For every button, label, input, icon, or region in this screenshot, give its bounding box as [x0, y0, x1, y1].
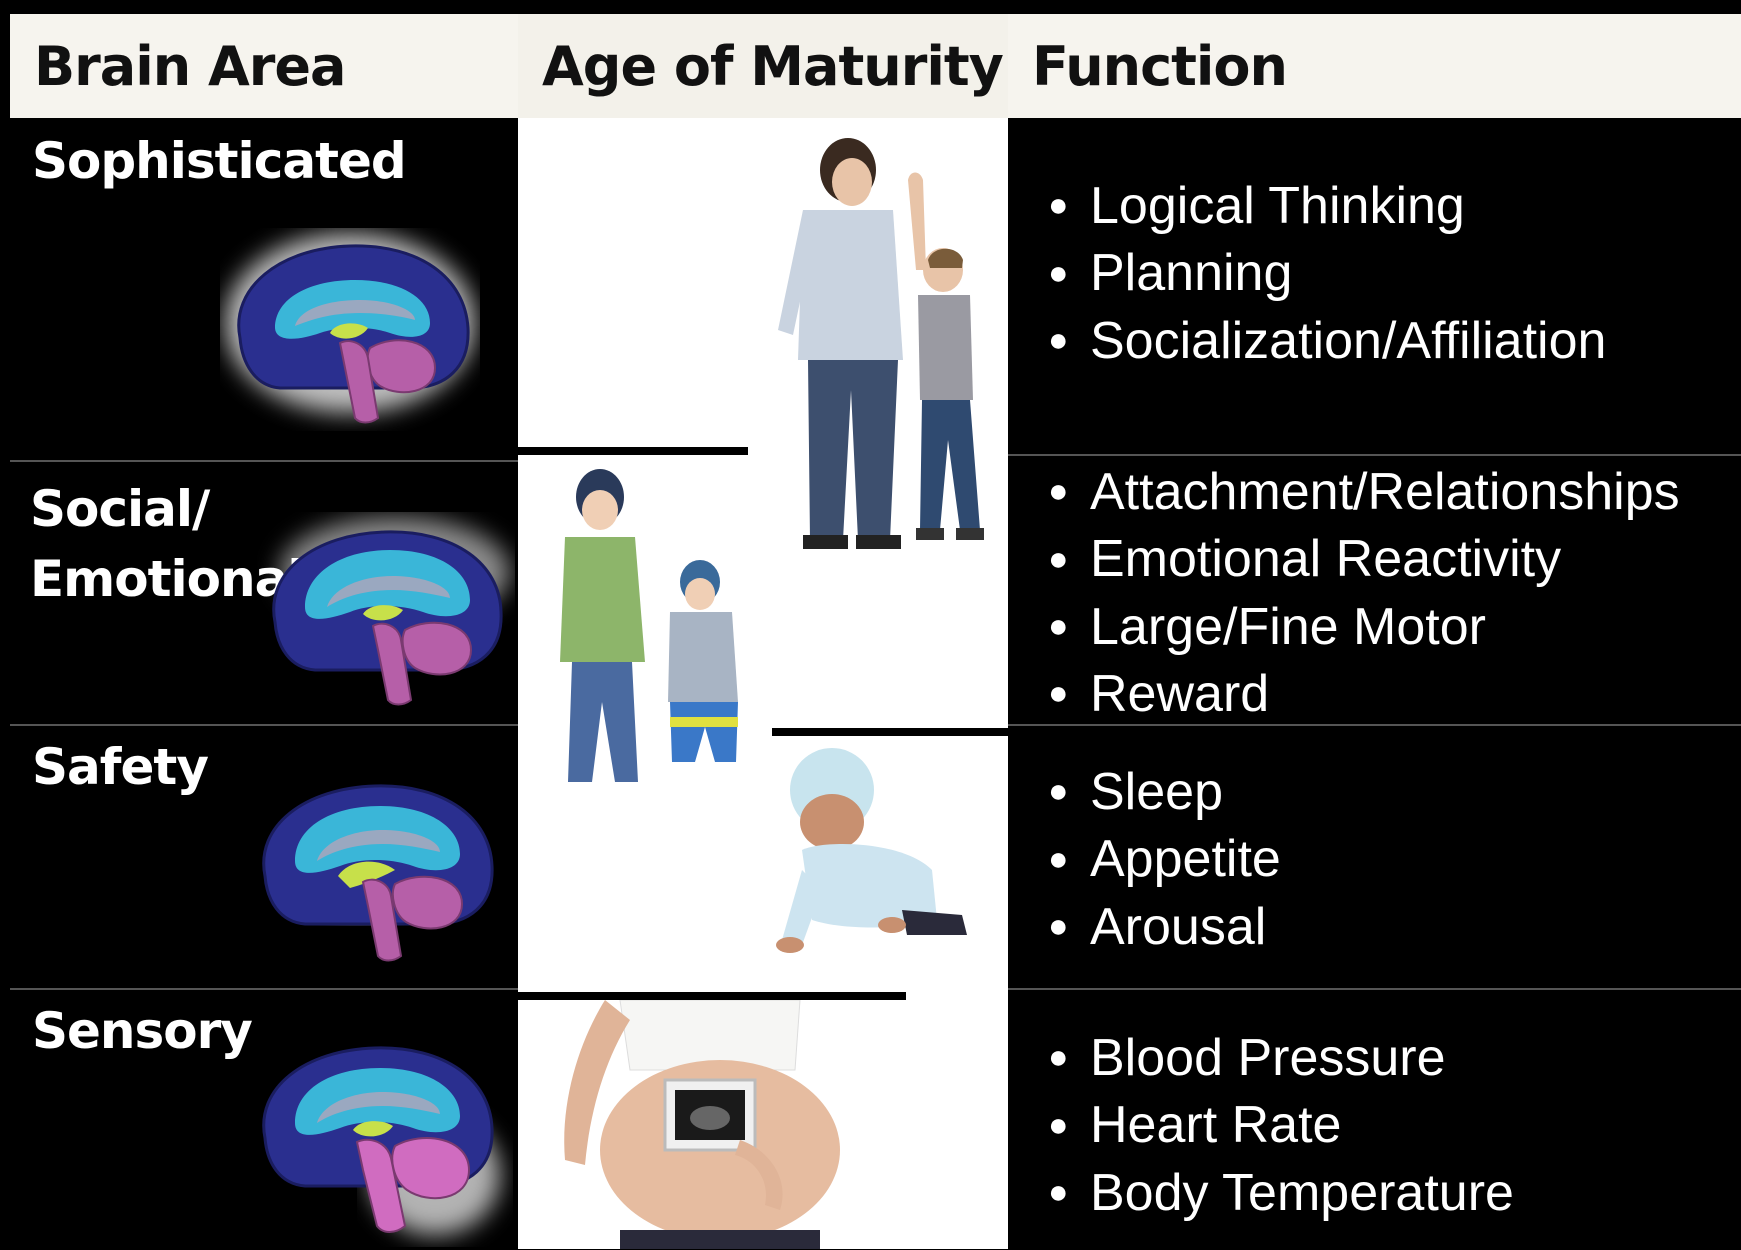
list-item: ●Attachment/Relationships [1048, 460, 1680, 527]
bullet-icon: ● [1048, 1172, 1069, 1211]
list-item: ●Large/Fine Motor [1048, 595, 1680, 662]
header-age-of-maturity: Age of Maturity [518, 14, 1008, 118]
row-label-emotional: Emotional [30, 550, 304, 608]
function-row-safety: ●Sleep ●Appetite ●Arousal [1008, 724, 1741, 988]
bullet-icon: ● [1048, 253, 1069, 292]
maturity-divider-2 [772, 728, 1008, 736]
list-item: ●Body Temperature [1048, 1161, 1514, 1228]
row-label-sophisticated: Sophisticated [32, 132, 407, 190]
maturity-divider-1 [518, 447, 748, 455]
list-item: ●Socialization/Affiliation [1048, 309, 1606, 376]
list-item: ●Blood Pressure [1048, 1026, 1514, 1093]
list-item: ●Sleep [1048, 760, 1281, 827]
function-row-social-emotional: ●Attachment/Relationships ●Emotional Rea… [1008, 454, 1741, 724]
function-list-sophisticated: ●Logical Thinking ●Planning ●Socializati… [1048, 174, 1606, 376]
bullet-icon: ● [1048, 320, 1069, 359]
header-brain-area: Brain Area [10, 14, 518, 118]
function-list-social-emotional: ●Attachment/Relationships ●Emotional Rea… [1048, 460, 1680, 729]
bullet-icon: ● [1048, 674, 1069, 713]
brain-row-social-emotional: Social/ Emotional [10, 460, 518, 724]
bullet-icon: ● [1048, 606, 1069, 645]
function-row-sophisticated: ●Logical Thinking ●Planning ●Socializati… [1008, 118, 1741, 454]
brain-diagram-sophisticated-icon [225, 233, 475, 424]
bullet-icon: ● [1048, 906, 1069, 945]
list-item: ●Arousal [1048, 895, 1281, 962]
function-row-sensory: ●Blood Pressure ●Heart Rate ●Body Temper… [1008, 988, 1741, 1249]
brain-diagram-social-emotional-icon [272, 517, 510, 706]
brain-row-sophisticated: Sophisticated [10, 118, 518, 460]
brain-diagram-sensory-icon [262, 1046, 500, 1235]
bullet-icon: ● [1048, 1105, 1069, 1144]
row-label-safety: Safety [32, 738, 209, 796]
bullet-icon: ● [1048, 839, 1069, 878]
list-item: ●Emotional Reactivity [1048, 527, 1680, 594]
list-item: ●Reward [1048, 662, 1680, 729]
header-function: Function [1008, 14, 1741, 118]
crawling-baby-photo [776, 748, 967, 953]
row-label-sensory: Sensory [32, 1002, 253, 1060]
two-toddlers-walking-photo [560, 469, 738, 782]
list-item: ●Planning [1048, 241, 1606, 308]
brain-diagram-safety-icon [262, 784, 494, 962]
bullet-icon: ● [1048, 472, 1069, 511]
row-label-social: Social/ [30, 480, 210, 538]
brain-row-sensory: Sensory [10, 988, 518, 1249]
list-item: ●Appetite [1048, 827, 1281, 894]
bullet-icon: ● [1048, 772, 1069, 811]
function-list-sensory: ●Blood Pressure ●Heart Rate ●Body Temper… [1048, 1026, 1514, 1228]
brain-row-safety: Safety [10, 724, 518, 988]
maturity-divider-3 [518, 992, 906, 1000]
adult-measuring-child-photo [748, 130, 1008, 570]
list-item: ●Logical Thinking [1048, 174, 1606, 241]
bullet-icon: ● [1048, 539, 1069, 578]
function-list-safety: ●Sleep ●Appetite ●Arousal [1048, 760, 1281, 962]
bullet-icon: ● [1048, 186, 1069, 225]
bullet-icon: ● [1048, 1038, 1069, 1077]
list-item: ●Heart Rate [1048, 1093, 1514, 1160]
pregnant-woman-ultrasound-photo [564, 1000, 840, 1249]
